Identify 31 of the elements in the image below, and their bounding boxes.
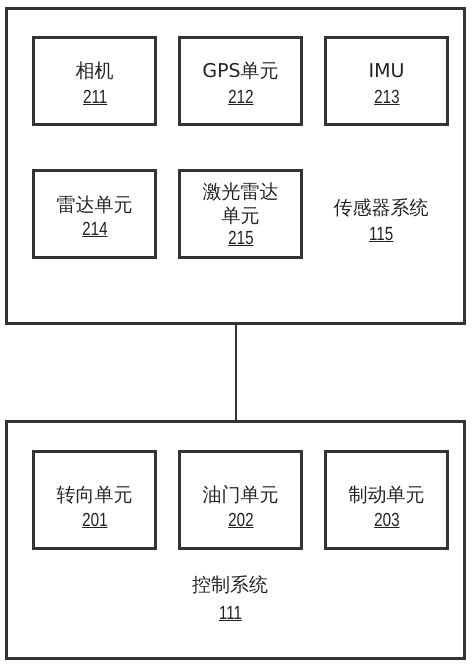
reference-number: 201	[82, 510, 108, 532]
unit-box	[32, 36, 157, 126]
box-label: 转向单元	[56, 483, 134, 507]
box-label: GPS单元	[201, 59, 280, 83]
unit-box	[324, 450, 449, 550]
reference-number: 111	[218, 603, 242, 625]
reference-number: 213	[374, 87, 400, 109]
box-label: 激光雷达单元	[202, 180, 280, 228]
reference-number: 211	[82, 87, 107, 109]
box-label: 控制系统	[191, 573, 269, 597]
system-box	[5, 7, 466, 325]
connector-line	[235, 325, 237, 420]
box-label: 制动单元	[348, 483, 426, 507]
box-label: 雷达单元	[56, 193, 134, 217]
reference-number: 212	[228, 87, 254, 109]
unit-box	[32, 169, 157, 259]
unit-box	[178, 450, 303, 550]
reference-number: 115	[369, 224, 394, 246]
box-label: 油门单元	[202, 483, 280, 507]
reference-number: 214	[82, 219, 108, 241]
reference-number: 202	[228, 510, 254, 532]
system-box	[5, 420, 466, 660]
reference-number: 203	[374, 510, 400, 532]
reference-number: 215	[228, 228, 254, 250]
unit-box	[178, 169, 303, 259]
box-label: 传感器系统	[332, 196, 430, 220]
box-label: IMU	[368, 59, 406, 83]
unit-box	[178, 36, 303, 126]
unit-box	[32, 450, 157, 550]
unit-box	[324, 36, 449, 126]
box-label: 相机	[74, 59, 114, 83]
